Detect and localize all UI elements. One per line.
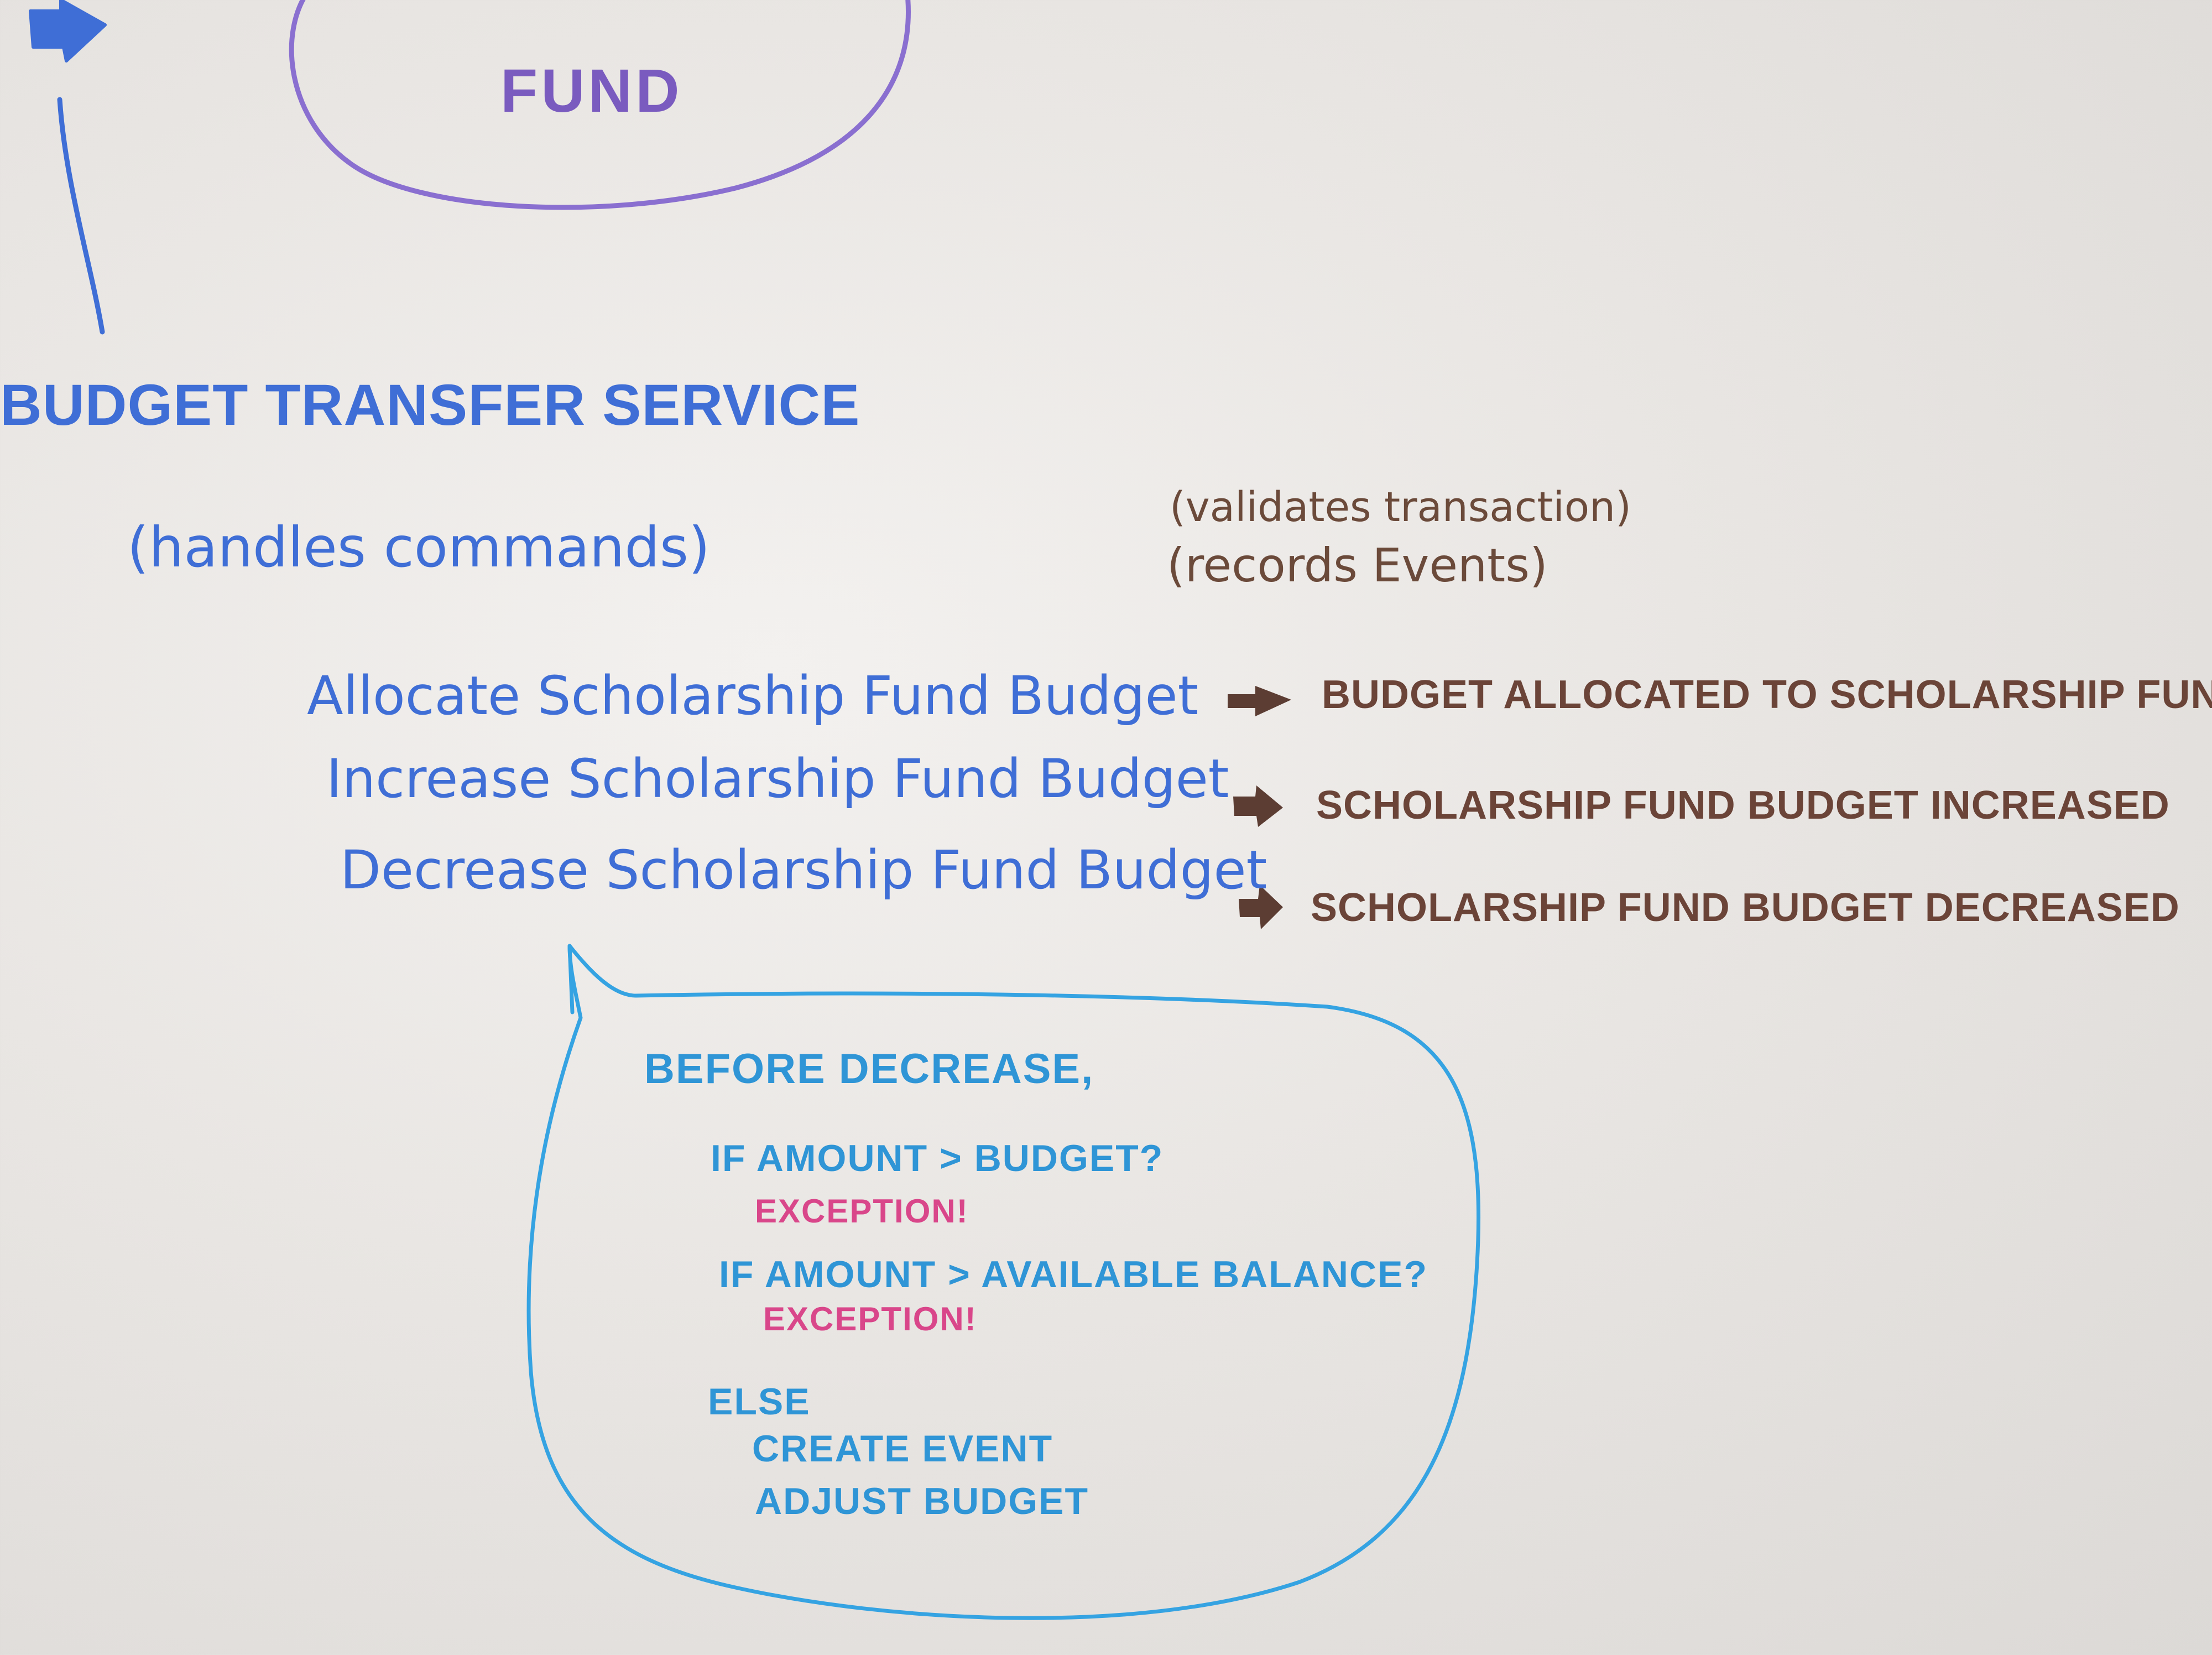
records-note: (records Events)	[1167, 538, 1548, 592]
rule-before-decrease: BEFORE DECREASE,	[644, 1045, 1094, 1092]
validation-rules-bubble	[526, 944, 1481, 1620]
event-arrow-icon	[1233, 785, 1283, 827]
command-increase: Increase Scholarship Fund Budget	[326, 748, 1229, 810]
validates-note: (validates transaction)	[1170, 483, 1631, 531]
event-decreased: SCHOLARSHIP FUND BUDGET DECREASED	[1311, 886, 2180, 930]
rule-adjust-budget: ADJUST BUDGET	[755, 1480, 1089, 1522]
event-allocated: BUDGET ALLOCATED TO SCHOLARSHIP FUND	[1322, 673, 2212, 717]
connector-line	[57, 97, 105, 335]
rule-exception: EXCEPTION!	[755, 1193, 969, 1230]
event-increased: SCHOLARSHIP FUND BUDGET INCREASED	[1316, 783, 2170, 828]
rule-exception: EXCEPTION!	[763, 1300, 977, 1337]
command-allocate: Allocate Scholarship Fund Budget	[307, 665, 1199, 727]
rule-if-amount-budget: IF AMOUNT > BUDGET?	[711, 1137, 1164, 1179]
rule-if-amount-balance: IF AMOUNT > AVAILABLE BALANCE?	[719, 1253, 1428, 1295]
scholarship-fund-label: FUND	[500, 57, 683, 125]
scholarship-fund-ellipse	[289, 0, 911, 210]
arrow-up-icon	[29, 0, 107, 63]
rule-else: ELSE	[708, 1381, 811, 1423]
event-arrow-icon	[1239, 885, 1283, 929]
event-arrow-icon	[1228, 686, 1291, 716]
service-title: BUDGET TRANSFER SERVICE	[0, 373, 860, 438]
service-note: (handles commands)	[127, 515, 710, 580]
rule-create-event: CREATE EVENT	[752, 1428, 1053, 1470]
command-decrease: Decrease Scholarship Fund Budget	[340, 839, 1267, 901]
